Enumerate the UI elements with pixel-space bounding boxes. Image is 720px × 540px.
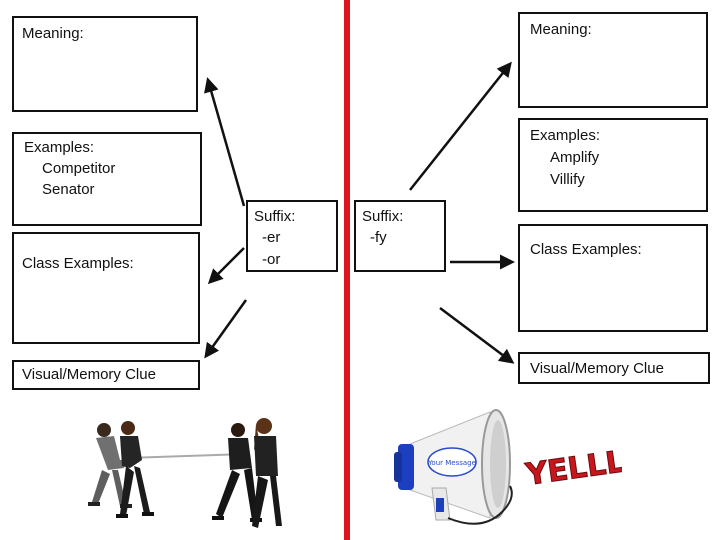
right-visual-label: Visual/Memory Clue <box>530 360 664 377</box>
center-divider <box>344 0 350 540</box>
right-examples-box: Examples: Amplify Villify <box>518 118 708 212</box>
left-examples-label: Examples: <box>24 139 95 156</box>
left-visual-box: Visual/Memory Clue <box>12 360 200 390</box>
right-example-2: Villify <box>550 171 585 188</box>
right-examples-label: Examples: <box>530 127 601 144</box>
megaphone-sticker-text: Your Message <box>427 459 476 467</box>
left-suffix-box: Suffix: -er -or <box>246 200 338 272</box>
left-suffix-1: -er <box>262 229 281 246</box>
right-suffix-label: Suffix: <box>362 208 404 225</box>
right-visual-box: Visual/Memory Clue <box>518 352 710 384</box>
arrow-to-left-meaning <box>204 77 246 207</box>
right-class-examples-box: Class Examples: <box>518 224 708 332</box>
right-meaning-box: Meaning: <box>518 12 708 108</box>
right-meaning-label: Meaning: <box>530 21 592 38</box>
person-icon <box>252 418 282 528</box>
left-meaning-box: Meaning: <box>12 16 198 112</box>
left-class-examples-label: Class Examples: <box>22 255 134 272</box>
right-class-examples-label: Class Examples: <box>530 241 642 258</box>
left-meaning-label: Meaning: <box>22 25 84 42</box>
left-examples-box: Examples: Competitor Senator <box>12 132 202 226</box>
left-class-examples-box: Class Examples: <box>12 232 200 344</box>
left-visual-label: Visual/Memory Clue <box>22 366 156 383</box>
yell-text-graphic: YELLL!! <box>522 440 622 493</box>
megaphone-icon: Your Message <box>394 409 513 525</box>
left-example-2: Senator <box>42 181 95 198</box>
right-suffix-box: Suffix: -fy <box>354 200 446 272</box>
arrow-to-right-meaning <box>409 61 512 191</box>
left-suffix-label: Suffix: <box>254 208 296 225</box>
megaphone-yell-image: Your Message YELLL!! <box>394 409 622 525</box>
left-example-1: Competitor <box>42 160 116 177</box>
arrow-to-left-visual <box>204 299 248 359</box>
left-suffix-2: -or <box>262 251 281 268</box>
tug-of-war-image <box>88 418 282 528</box>
arrow-to-right-visual <box>439 307 515 364</box>
right-example-1: Amplify <box>550 149 600 166</box>
yell-text: YELLL!! <box>523 441 622 493</box>
arrow-to-left-class-examples <box>207 247 245 285</box>
person-icon <box>116 421 154 518</box>
right-suffix-1: -fy <box>370 229 387 246</box>
